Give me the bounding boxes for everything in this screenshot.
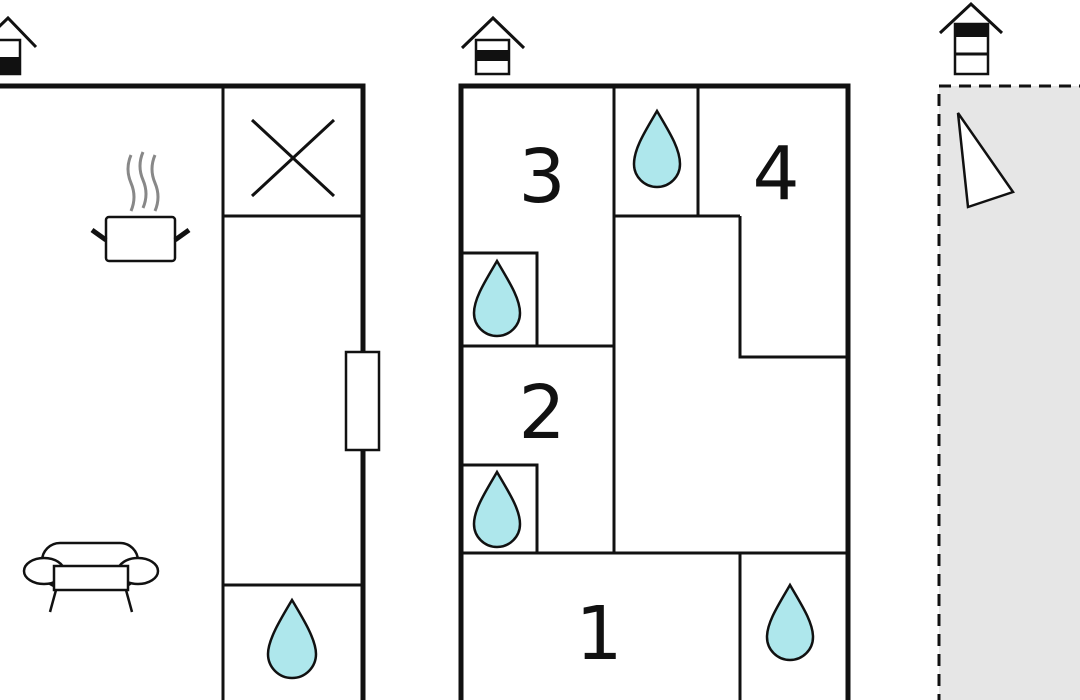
house-ground-floor-icon <box>0 15 38 76</box>
sunlounger-icon <box>956 112 1015 209</box>
first-floor: 3 4 2 1 <box>458 83 851 700</box>
house-top-floor-icon <box>938 1 1004 76</box>
bathroom-drop-icon <box>765 582 815 662</box>
room-4-label: 4 <box>752 131 799 217</box>
room-2-label: 2 <box>518 370 565 456</box>
sofa-icon <box>22 541 160 613</box>
room-3-label: 3 <box>518 134 565 220</box>
bathroom-drop-icon <box>266 597 318 680</box>
room-1-label: 1 <box>575 591 622 677</box>
void-cross-icon <box>250 118 336 198</box>
ground-floor <box>0 83 381 700</box>
bathroom-drop-icon <box>632 108 682 189</box>
kitchen-pot-icon <box>90 151 191 263</box>
bathroom-drop-icon <box>472 469 522 549</box>
outdoor-area <box>937 84 1080 700</box>
bathroom-drop-icon <box>472 258 522 338</box>
house-first-floor-icon <box>460 15 526 76</box>
entrance-door-icon <box>344 350 381 452</box>
